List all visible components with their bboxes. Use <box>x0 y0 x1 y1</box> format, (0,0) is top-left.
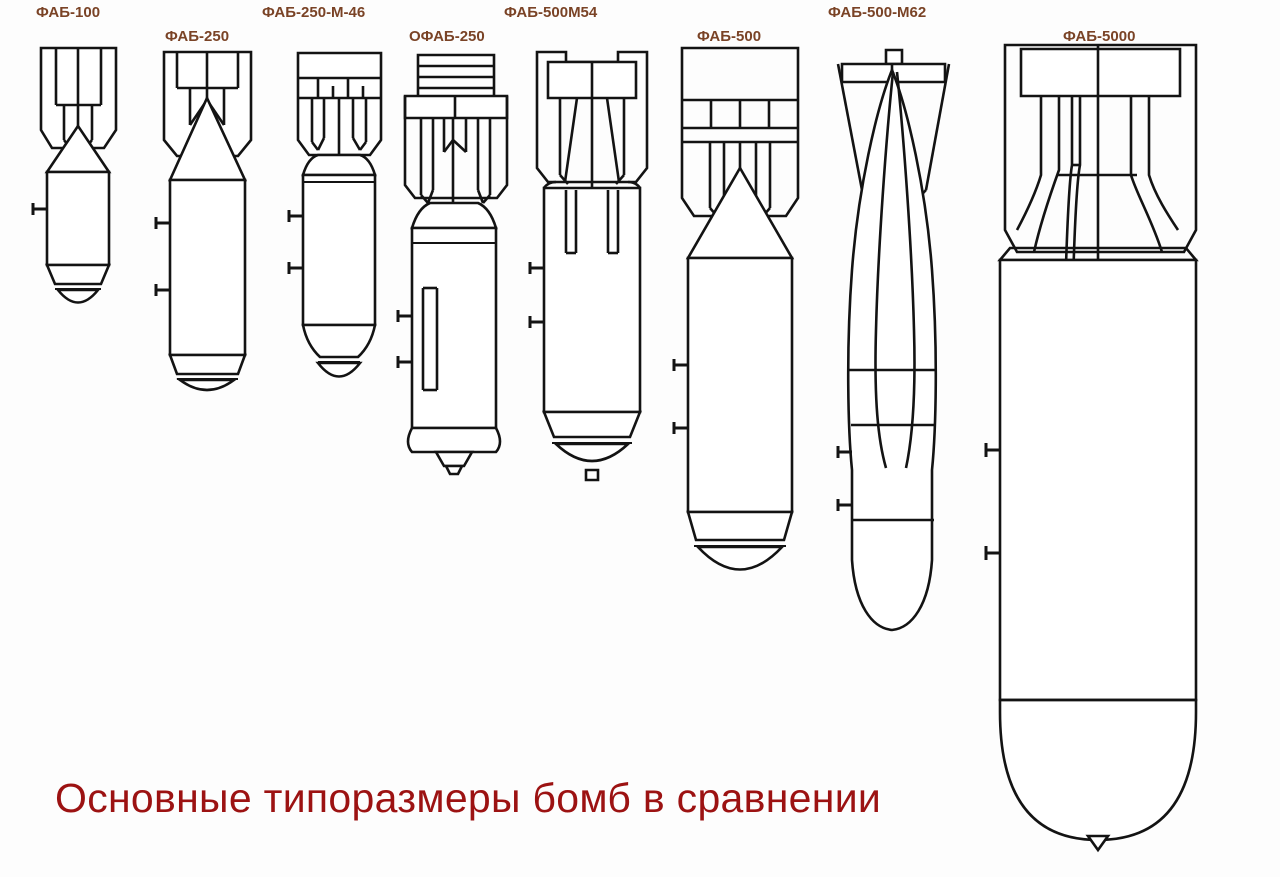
label-fab-5000: ФАБ-5000 <box>1063 28 1136 45</box>
bomb-fab-500 <box>672 46 800 571</box>
bomb-ofab-250 <box>396 53 509 476</box>
bomb-fab-100 <box>31 46 118 304</box>
label-fab-250: ФАБ-250 <box>165 28 230 45</box>
label-ofab-250: ОФАБ-250 <box>409 28 485 45</box>
diagram-caption: Основные типоразмеры бомб в сравнении <box>55 775 882 821</box>
bomb-fab-5000 <box>984 43 1199 853</box>
label-fab-250-m-46: ФАБ-250-М-46 <box>262 4 366 21</box>
label-fab-100: ФАБ-100 <box>36 4 101 21</box>
label-fab-500m54: ФАБ-500М54 <box>504 4 598 21</box>
bomb-fab-250 <box>154 50 253 392</box>
bomb-fab-500-m62 <box>836 48 951 632</box>
label-fab-500-m62: ФАБ-500-М62 <box>828 4 927 21</box>
bomb-fab-250-m-46 <box>287 51 383 378</box>
label-fab-500: ФАБ-500 <box>697 28 762 45</box>
bomb-fab-500m54 <box>528 50 649 482</box>
